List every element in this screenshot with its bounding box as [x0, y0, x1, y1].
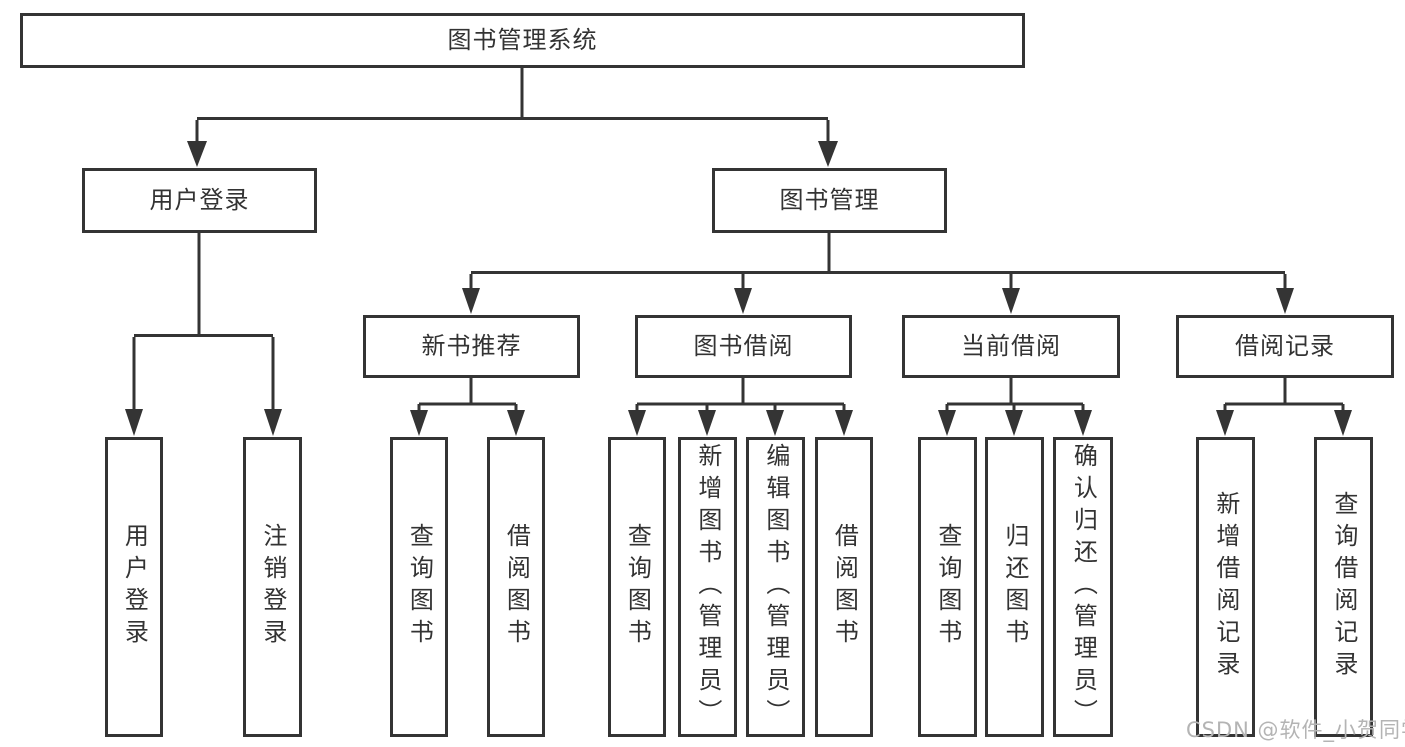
leaf-query-borrow-record: 查询借阅记录 [1314, 437, 1373, 737]
node-user-login: 用户登录 [82, 168, 317, 233]
leaf-query-books-recommend: 查询图书 [390, 437, 448, 737]
leaf-query-books-current: 查询图书 [918, 437, 977, 737]
node-root-library-system: 图书管理系统 [20, 13, 1025, 68]
leaf-user-login: 用户登录 [105, 437, 163, 737]
leaf-borrow-books-recommend: 借阅图书 [487, 437, 545, 737]
leaf-edit-book-admin: 编辑图书（管理员） [746, 437, 805, 737]
leaf-query-books-borrow: 查询图书 [608, 437, 666, 737]
leaf-return-book: 归还图书 [985, 437, 1044, 737]
csdn-watermark: CSDN @软件_小贺同学 [1186, 718, 1405, 742]
leaf-confirm-return-admin: 确认归还（管理员） [1053, 437, 1113, 737]
node-borrow-records: 借阅记录 [1176, 315, 1394, 378]
leaf-add-borrow-record: 新增借阅记录 [1196, 437, 1255, 737]
node-new-book-recommend: 新书推荐 [363, 315, 580, 378]
node-current-borrow: 当前借阅 [902, 315, 1120, 378]
leaf-borrow-books: 借阅图书 [815, 437, 873, 737]
leaf-add-book-admin: 新增图书（管理员） [678, 437, 737, 737]
node-book-management: 图书管理 [712, 168, 947, 233]
leaf-logout: 注销登录 [243, 437, 302, 737]
node-book-borrow: 图书借阅 [635, 315, 852, 378]
